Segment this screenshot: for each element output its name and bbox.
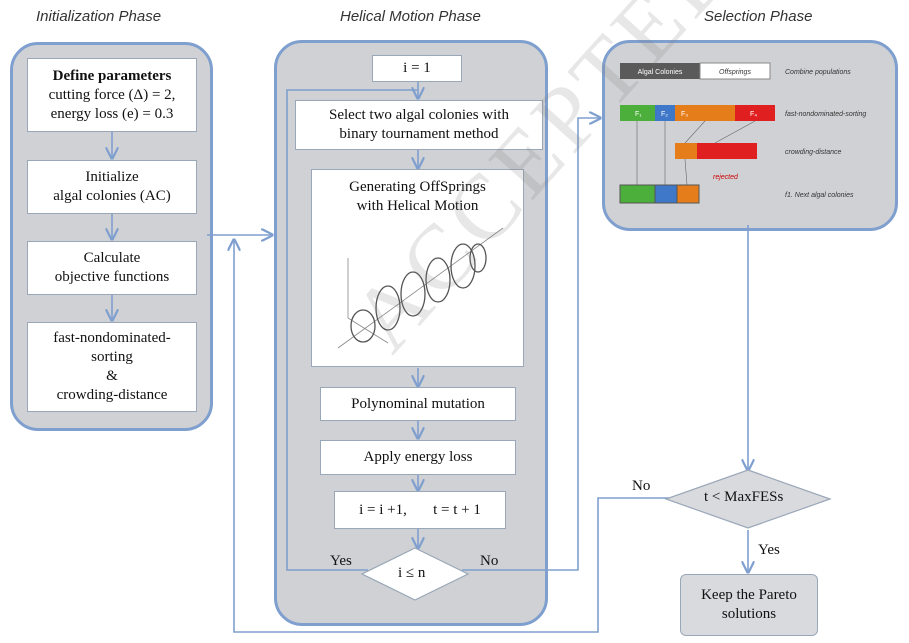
helical-motion-phase-title: Helical Motion Phase <box>340 8 481 25</box>
cutting-force-text: cutting force (Δ) = 2, <box>48 86 176 103</box>
crowding-label: crowding-distance <box>785 149 842 156</box>
f3-label: F₃ <box>681 111 688 118</box>
sorting-line4: crowding-distance <box>56 387 168 403</box>
initialize-line1: Initialize <box>85 169 139 185</box>
yes-label-inner: Yes <box>330 553 352 569</box>
keep-line1: Keep the Pareto <box>701 587 797 603</box>
define-parameters-box: Define parameters cutting force (Δ) = 2,… <box>27 58 197 132</box>
generate-line1: Generating OffSprings <box>349 179 486 195</box>
combine-label: Combine populations <box>785 69 851 76</box>
generate-line2: with Helical Motion <box>356 198 479 214</box>
generate-offsprings-box: Generating OffSprings with Helical Motio… <box>311 169 524 367</box>
i-equals-1-box: i = 1 <box>372 55 462 82</box>
initialization-phase-title: Initialization Phase <box>36 8 162 25</box>
next-colonies-label: f1. Next algal colonies <box>785 192 854 199</box>
select-colonies-box: Select two algal colonies with binary to… <box>295 100 543 150</box>
sorting-line3: & <box>106 368 118 384</box>
initialize-line2: algal colonies (AC) <box>53 188 171 204</box>
sorting-line2: sorting <box>91 349 133 365</box>
i-equals-1-text: i = 1 <box>403 60 431 76</box>
i-le-n-label: i ≤ n <box>398 565 426 581</box>
keep-pareto-box: Keep the Pareto solutions <box>680 574 818 636</box>
increment-text: i = i +1, t = t + 1 <box>359 501 481 518</box>
mutation-text: Polynominal mutation <box>351 395 485 412</box>
define-parameters-title: Define parameters <box>52 67 172 84</box>
polynomial-mutation-box: Polynominal mutation <box>320 387 516 421</box>
energy-loss-text: energy loss (e) = 0.3 <box>50 105 174 122</box>
sorting-line1: fast-nondominated- <box>53 330 171 346</box>
fast-sorting-label: fast-nondominated-sorting <box>785 111 866 118</box>
rejected-label: rejected <box>713 174 739 181</box>
t-lt-maxfes-label: t < MaxFESs <box>704 489 784 505</box>
apply-energy-loss-box: Apply energy loss <box>320 440 516 475</box>
algal-colonies-label: Algal Colonies <box>638 69 683 76</box>
f4-label: F₄ <box>750 111 757 118</box>
yes-label-outer: Yes <box>758 542 780 558</box>
selection-phase-title: Selection Phase <box>704 8 813 25</box>
selection-schematic: Algal Colonies Offsprings Combine popula… <box>619 62 866 204</box>
calculate-objectives-box: Calculate objective functions <box>27 241 197 295</box>
calculate-line1: Calculate <box>83 250 141 266</box>
f2-label: F₂ <box>661 111 668 118</box>
offsprings-label: Offsprings <box>719 69 751 76</box>
sorting-crowding-box: fast-nondominated- sorting & crowding-di… <box>27 322 197 412</box>
energy-loss-label: Apply energy loss <box>363 449 473 465</box>
decision-i-le-n <box>360 547 470 601</box>
select-line1: Select two algal colonies with <box>329 107 509 123</box>
initialize-colonies-box: Initialize algal colonies (AC) <box>27 160 197 214</box>
f1-label: F₁ <box>635 111 642 118</box>
select-line2: binary tournament method <box>339 126 499 142</box>
keep-line2: solutions <box>721 606 777 622</box>
no-label-outer: No <box>632 478 651 494</box>
calculate-line2: objective functions <box>54 269 170 285</box>
helix-icon <box>337 227 503 349</box>
increment-box: i = i +1, t = t + 1 <box>334 491 506 529</box>
no-label-inner: No <box>480 553 499 569</box>
decision-t-lt-maxfes <box>664 469 832 529</box>
